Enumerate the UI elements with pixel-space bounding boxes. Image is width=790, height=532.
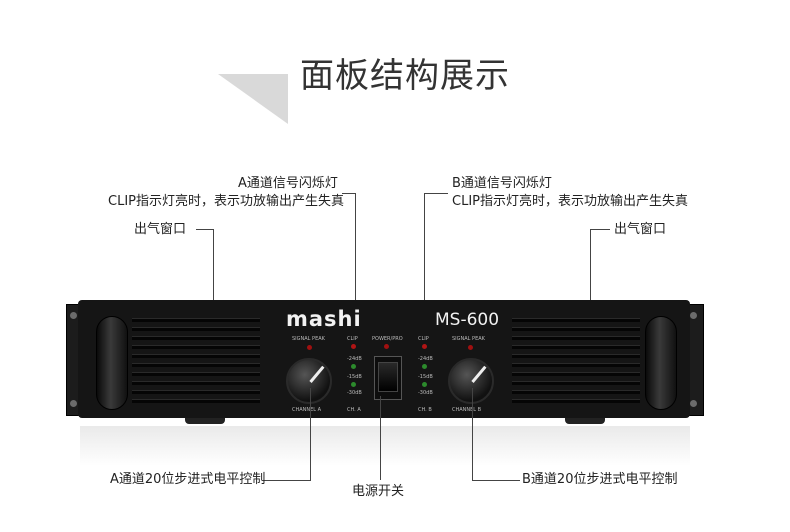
- db15-a-label: -15dB: [347, 374, 362, 380]
- ch-b-label: CH. B: [418, 407, 432, 413]
- label-power: 电源开关: [352, 484, 405, 499]
- label-vent-right: 出气窗口: [614, 222, 667, 237]
- db15-b-label: -15dB: [418, 374, 433, 380]
- rack-hole: [70, 400, 77, 407]
- db30-b-label: -30dB: [418, 390, 433, 396]
- ch-a-label: CH. A: [347, 407, 361, 413]
- leader-a-led-h: [342, 193, 356, 194]
- leader-vent-left-v: [213, 229, 214, 329]
- knob-pointer: [309, 365, 325, 383]
- handle-left: [96, 316, 128, 410]
- rack-hole: [690, 400, 697, 407]
- clip-a-led: [351, 344, 356, 349]
- label-a-level: A通道20位步进式电平控制: [110, 472, 266, 487]
- leader-b-led-h: [424, 193, 448, 194]
- leader-vent-right-h: [590, 229, 610, 230]
- leader-a-led-v: [355, 193, 356, 341]
- title-decoration: [218, 74, 288, 124]
- level-knob-b[interactable]: [448, 358, 494, 404]
- label-b-signal-led: B通道信号闪烁灯: [452, 176, 552, 191]
- led-b-15: [422, 382, 427, 387]
- leader-a-level-v: [310, 388, 311, 480]
- signal-peak-b-led: [468, 345, 473, 350]
- amp-foot: [185, 418, 225, 424]
- label-b-clip: CLIP指示灯亮时，表示功放输出产生失真: [452, 194, 688, 209]
- leader-b-level-h: [472, 480, 520, 481]
- leader-a-level-h: [262, 480, 311, 481]
- db30-a-label: -30dB: [347, 390, 362, 396]
- db24-b-label: -24dB: [418, 356, 433, 362]
- label-a-signal-led: A通道信号闪烁灯: [238, 176, 338, 191]
- signal-peak-b-label: SIGNAL PEAK: [452, 336, 485, 342]
- amp-reflection: [80, 426, 690, 466]
- label-b-level: B通道20位步进式电平控制: [522, 472, 678, 487]
- handle-right: [645, 316, 677, 410]
- rack-hole: [690, 312, 697, 319]
- level-knob-a[interactable]: [286, 358, 332, 404]
- led-b-24: [422, 364, 427, 369]
- power-pro-label: POWER/PRO: [372, 336, 403, 342]
- leader-vent-right-v: [590, 229, 591, 329]
- amp-foot: [565, 418, 605, 424]
- power-led: [384, 344, 389, 349]
- power-switch[interactable]: [378, 362, 398, 392]
- label-a-clip: CLIP指示灯亮时，表示功放输出产生失真: [108, 194, 344, 209]
- leader-vent-left-h: [196, 229, 214, 230]
- db24-a-label: -24dB: [347, 356, 362, 362]
- model-name: MS-600: [435, 310, 500, 330]
- vent-left: [132, 318, 260, 404]
- leader-power-v: [380, 396, 381, 480]
- leader-b-led-v: [424, 193, 425, 341]
- channel-b-label: CHANNEL B: [452, 407, 482, 413]
- brand-logo: mashi: [286, 307, 362, 331]
- led-a-15: [351, 382, 356, 387]
- label-vent-left: 出气窗口: [134, 222, 187, 237]
- channel-a-label: CHANNEL A: [292, 407, 322, 413]
- vent-right: [512, 318, 640, 404]
- knob-pointer: [471, 365, 487, 383]
- signal-peak-a-led: [307, 345, 312, 350]
- signal-peak-a-label: SIGNAL PEAK: [292, 336, 325, 342]
- clip-b-label: CLIP: [418, 336, 429, 342]
- clip-a-label: CLIP: [347, 336, 358, 342]
- page-title: 面板结构展示: [300, 56, 510, 96]
- led-a-24: [351, 364, 356, 369]
- rack-hole: [70, 312, 77, 319]
- clip-b-led: [422, 344, 427, 349]
- leader-b-level-v: [472, 388, 473, 480]
